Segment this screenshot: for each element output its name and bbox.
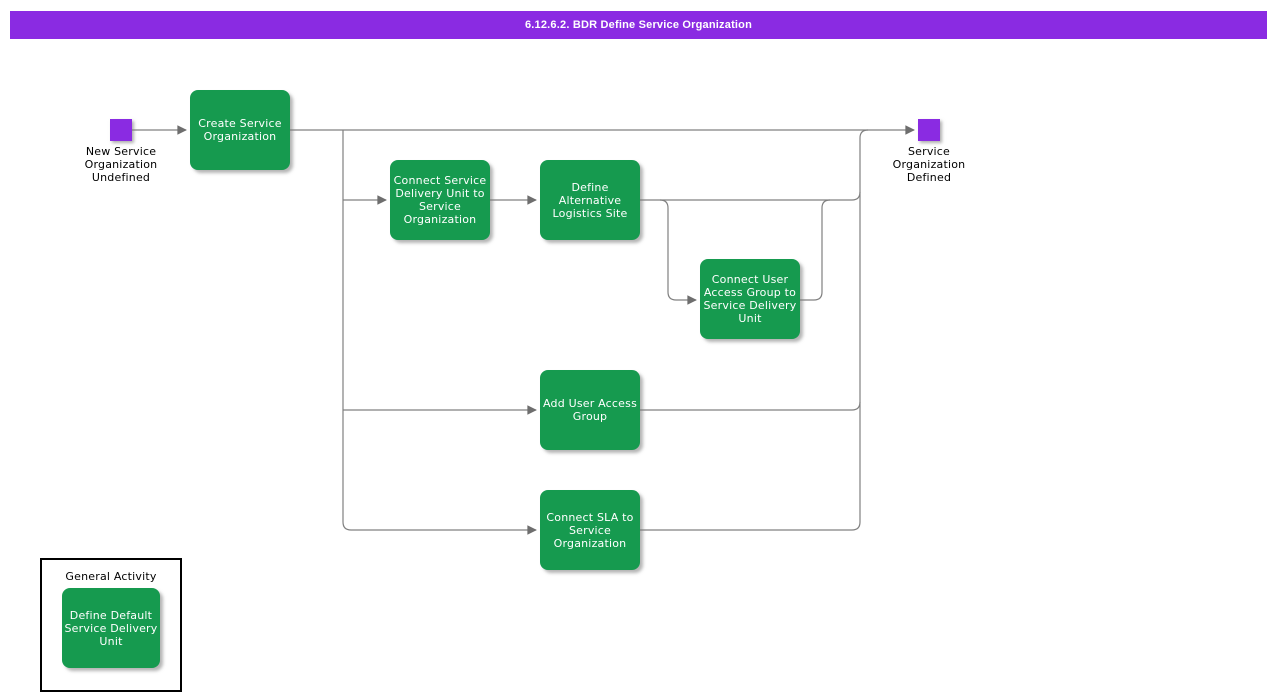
activity-connect-sla[interactable]: Connect SLA to Service Organization — [540, 490, 640, 570]
legend-title: General Activity — [65, 570, 157, 583]
activity-connect-service-delivery-unit[interactable]: Connect Service Delivery Unit to Service… — [390, 160, 490, 240]
activity-label: Define Alternative Logistics Site — [552, 180, 628, 220]
activity-label: Connect Service Delivery Unit to Service… — [393, 174, 487, 226]
end-event-label: Service Organization Defined — [892, 145, 966, 184]
activity-label: Define Default Service Delivery Unit — [64, 608, 158, 648]
activity-label: Connect SLA to Service Organization — [546, 510, 634, 550]
legend-box: General Activity Define Default Service … — [40, 558, 182, 692]
activity-create-service-organization[interactable]: Create Service Organization — [190, 90, 290, 170]
activity-label: Create Service Organization — [198, 117, 282, 143]
activity-connect-user-access-group[interactable]: Connect User Access Group to Service Del… — [700, 259, 800, 339]
start-event-node[interactable] — [110, 119, 132, 141]
diagram-title-bar: 6.12.6.2. BDR Define Service Organizatio… — [10, 11, 1267, 39]
diagram-title: 6.12.6.2. BDR Define Service Organizatio… — [524, 19, 753, 31]
end-event-node[interactable] — [918, 119, 940, 141]
start-event-label: New Service Organization Undefined — [84, 145, 158, 184]
activity-label: Connect User Access Group to Service Del… — [703, 273, 797, 325]
legend-activity-define-default-service-delivery-unit[interactable]: Define Default Service Delivery Unit — [62, 588, 160, 668]
activity-add-user-access-group[interactable]: Add User Access Group — [540, 370, 640, 450]
activity-define-alternative-logistics-site[interactable]: Define Alternative Logistics Site — [540, 160, 640, 240]
activity-label: Add User Access Group — [542, 397, 638, 423]
